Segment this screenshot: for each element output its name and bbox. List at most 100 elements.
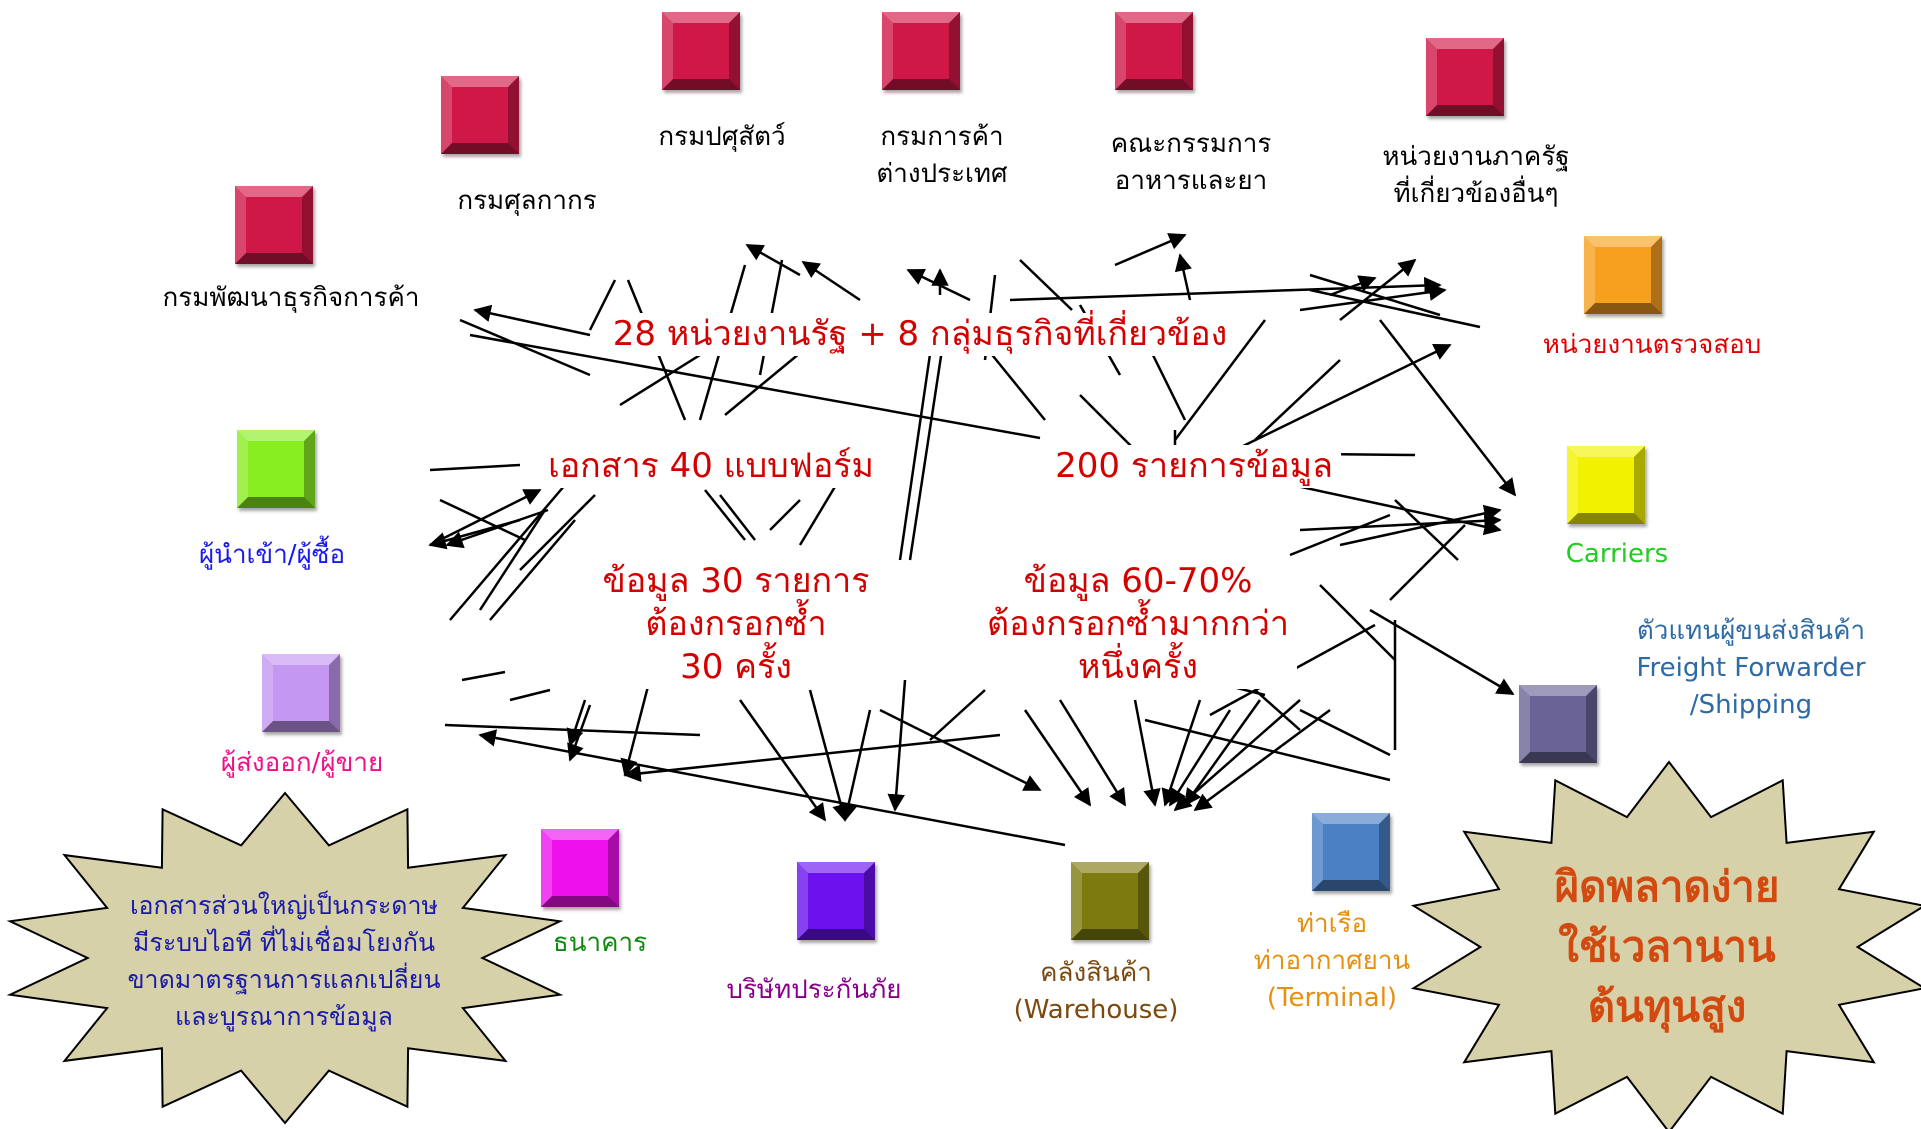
connector-line-39 [429,463,521,472]
agency-label-livestock: กรมปศุสัตว์ [658,122,786,152]
arrow-6 [745,243,801,277]
connector-line-44 [449,484,566,621]
arrow-64 [1133,699,1161,807]
connector-line-24 [1254,359,1341,441]
arrow-38 [1009,276,1442,302]
left-burst-text: เอกสารส่วนใหญ่เป็นกระดาษมีระบบไอที ที่ไม… [127,891,441,1031]
arrow-67 [1183,699,1262,807]
arrow-51 [567,704,592,762]
forwarder-box [1519,685,1597,763]
connector-line-19 [1309,273,1441,317]
connector-line-46 [478,509,547,611]
agency-box-customs [441,76,519,154]
importer-box [237,430,315,508]
exporter-box [262,654,340,732]
connector-line-80 [588,279,617,331]
agency-label-dbd: กรมพัฒนาธุรกิจการค้า [162,283,420,313]
warehouse-label: คลังสินค้า(Warehouse) [1013,958,1179,1025]
carriers-label: Carriers [1565,539,1669,569]
connector-line-47 [489,519,576,621]
arrow-70 [478,729,1066,847]
arrow-29 [1339,504,1502,547]
arrow-21 [1379,319,1517,497]
connector-line-54 [704,489,746,541]
arrow-17 [1339,258,1417,321]
connector-line-74 [1254,689,1301,731]
arrow-66 [1168,709,1232,807]
importer-label: ผู้นำเข้า/ผู้ซื้อ [198,540,346,570]
arrow-76 [1193,708,1331,812]
arrow-10 [906,268,971,302]
arrow-61 [879,708,1042,792]
arrow-58 [808,689,850,822]
agency-box-fda [1115,12,1193,90]
connector-line-78 [1319,584,1396,661]
arrow-16 [1329,275,1377,297]
arrow-57 [738,699,827,822]
connector-line-2 [469,333,1041,440]
agency-box-foreign-trade [882,12,960,90]
agency-label-customs: กรมศุลกากร [457,186,597,216]
connector-line-49 [509,688,551,702]
connector-line-69 [1144,718,1391,782]
arrow-0 [473,304,591,337]
arrow-20 [1299,283,1447,312]
inspection-label: หน่วยงานตรวจสอบ [1542,330,1762,360]
arrow-62 [1058,699,1127,807]
right-starburst-shape [1410,760,1921,1129]
connector-line-53 [719,494,756,541]
connector-line-23 [1174,319,1266,441]
repeat6070-text: ข้อมูล 60-70%ต้องกรอกซ้ำมากกว่าหนึ่งครั้… [979,560,1297,689]
exporter-label: ผู้ส่งออก/ผู้ขาย [220,748,384,778]
connector-line-32 [1389,524,1466,601]
connector-line-73 [929,689,986,741]
warehouse-box [1071,862,1149,940]
inspection-box [1584,236,1662,314]
carriers-box [1567,446,1645,524]
connector-line-34 [1289,513,1391,557]
connector-line-1 [459,318,591,377]
connector-line-12 [1019,259,1073,311]
connector-line-18 [1309,288,1481,329]
arrow-25 [1234,343,1452,452]
arrow-63 [1023,709,1092,807]
agency-label-foreign-trade: กรมการค้าต่างประเทศ [876,122,1008,189]
arrow-43 [445,508,549,549]
insurance-label: บริษัทประกันภัย [726,975,902,1005]
agency-box-livestock [662,12,740,90]
agency-label-fda: คณะกรรมการอาหารและยา [1110,129,1272,196]
arrow-28 [1299,512,1502,532]
arrow-72 [623,733,1001,783]
connector-line-45 [519,494,596,571]
connector-line-55 [769,499,801,531]
agency-box-other-gov [1426,38,1504,116]
arrow-68 [1173,699,1301,812]
terminal-box [1312,813,1390,891]
connector-line-30 [1394,499,1459,561]
bank-box [541,829,619,907]
connector-line-77 [1299,708,1391,757]
arrow-59 [839,709,872,822]
arrow-15 [1174,253,1192,301]
terminal-label: ท่าเรือท่าอากาศยาน(Terminal) [1253,909,1411,1013]
right-burst-text: ผิดพลาดง่ายใช้เวลานานต้นทุนสูง [1554,862,1780,1031]
left-starburst-shape [6,791,564,1125]
bank-label: ธนาคาร [552,928,648,958]
connector-line-36 [898,319,937,561]
connector-line-48 [461,670,506,682]
connector-line-22 [1146,344,1187,421]
connector-line-71 [444,723,701,737]
insurance-box [797,862,875,940]
agency-label-other-gov: หน่วยงานภาครัฐที่เกี่ยวข้องอื่นๆ [1382,142,1570,209]
arrow-50 [566,699,587,747]
headline-text: 28 หน่วยงานรัฐ + 8 กลุ่มธุรกิจที่เกี่ยวข… [604,313,1236,356]
arrow-7 [801,260,861,302]
arrow-14 [1114,233,1187,267]
agency-box-dbd [235,186,313,264]
connector-line-35 [908,329,947,561]
items-text: 200 รายการข้อมูล [1047,445,1341,488]
